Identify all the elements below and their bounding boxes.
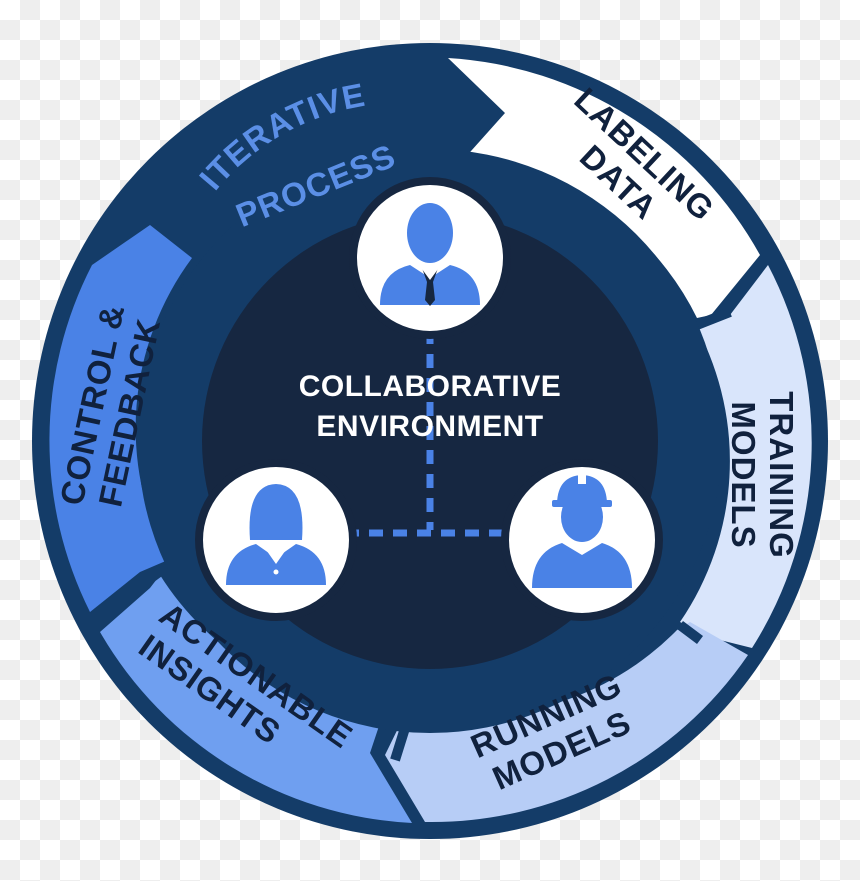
label-training-models: TRAINING MODELS	[725, 391, 800, 559]
svg-text:MODELS: MODELS	[725, 401, 762, 548]
businessman-icon[interactable]	[349, 177, 511, 339]
businesswoman-icon[interactable]	[195, 459, 357, 621]
construction-worker-icon[interactable]	[501, 459, 663, 621]
connector-lines	[345, 330, 515, 537]
segment-labeling-data[interactable]	[448, 58, 760, 318]
segment-control-feedback[interactable]	[49, 225, 192, 612]
segment-actionable-insights[interactable]	[100, 575, 412, 823]
center-title-line1: COLLABORATIVE	[299, 370, 562, 403]
svg-text:TRAINING: TRAINING	[763, 391, 800, 559]
segment-running-models[interactable]	[385, 622, 748, 823]
segment-training-models[interactable]	[680, 265, 812, 648]
center-title-line2: ENVIRONMENT	[316, 410, 543, 443]
